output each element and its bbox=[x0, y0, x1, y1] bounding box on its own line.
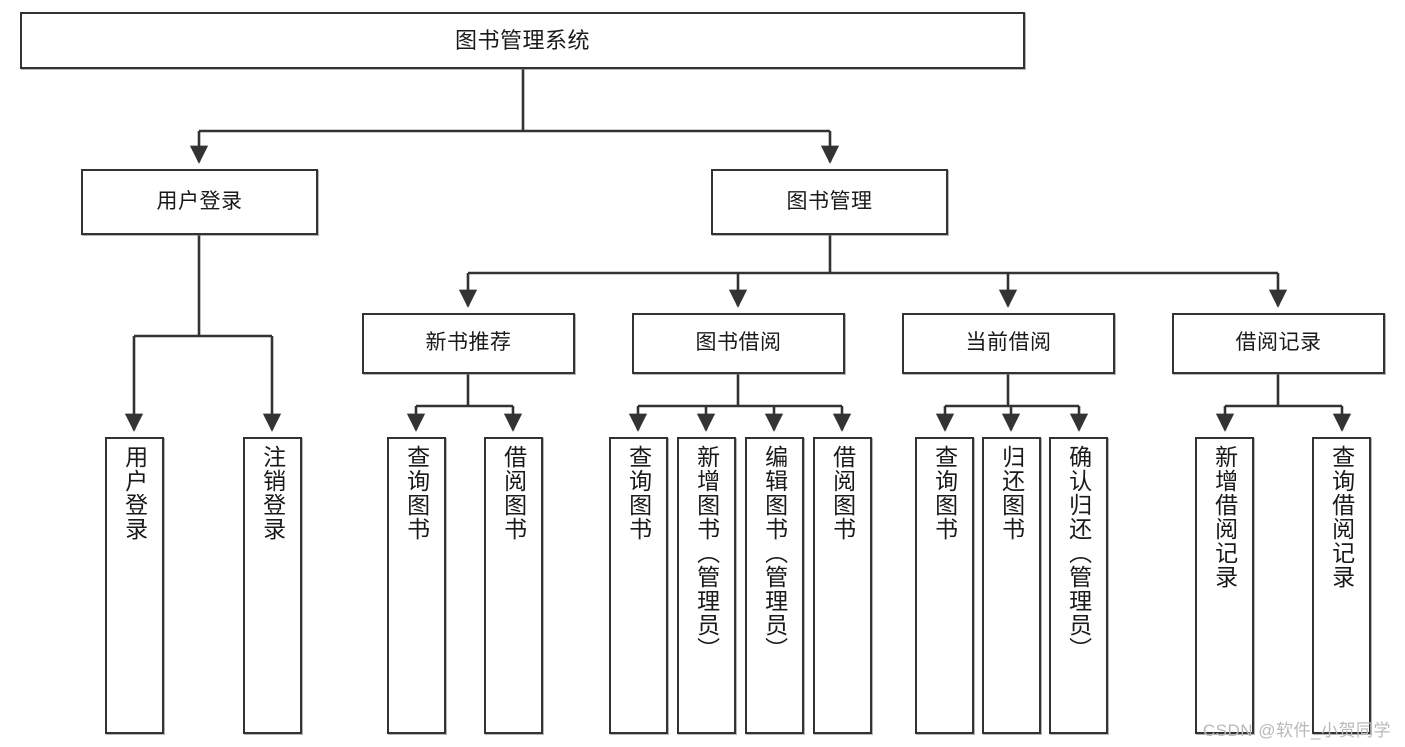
node-leaf-query-book-borrow[interactable]: 查询图书 bbox=[609, 437, 668, 734]
node-label: 用户登录 bbox=[121, 445, 148, 541]
node-book-borrowing[interactable]: 图书借阅 bbox=[632, 313, 845, 374]
node-label: 用户登录 bbox=[156, 189, 243, 213]
node-label: 确认归还（管理员） bbox=[1065, 445, 1092, 661]
node-root-book-management-system[interactable]: 图书管理系统 bbox=[20, 12, 1025, 69]
node-user-login[interactable]: 用户登录 bbox=[81, 169, 318, 235]
node-leaf-confirm-return-admin[interactable]: 确认归还（管理员） bbox=[1049, 437, 1108, 734]
node-label: 新增图书（管理员） bbox=[693, 445, 720, 661]
node-label: 新增借阅记录 bbox=[1211, 445, 1238, 589]
node-label: 借阅图书 bbox=[829, 445, 856, 541]
node-leaf-query-borrow-record[interactable]: 查询借阅记录 bbox=[1312, 437, 1371, 734]
watermark-csdn: CSDN @软件_小贺同学 bbox=[1202, 721, 1391, 740]
node-label: 当前借阅 bbox=[965, 331, 1052, 355]
node-label: 借阅图书 bbox=[500, 445, 527, 541]
node-book-management[interactable]: 图书管理 bbox=[711, 169, 948, 235]
node-borrow-record[interactable]: 借阅记录 bbox=[1172, 313, 1385, 374]
node-leaf-query-book-current[interactable]: 查询图书 bbox=[915, 437, 974, 734]
node-leaf-add-book-admin[interactable]: 新增图书（管理员） bbox=[677, 437, 736, 734]
node-label: 查询借阅记录 bbox=[1328, 445, 1355, 589]
node-label: 新书推荐 bbox=[425, 331, 512, 355]
node-label: 借阅记录 bbox=[1235, 331, 1322, 355]
node-leaf-return-book[interactable]: 归还图书 bbox=[982, 437, 1041, 734]
node-new-book-recommendation[interactable]: 新书推荐 bbox=[362, 313, 575, 374]
node-leaf-borrow-book-newbook[interactable]: 借阅图书 bbox=[484, 437, 543, 734]
node-label: 归还图书 bbox=[998, 445, 1025, 541]
node-leaf-user-login[interactable]: 用户登录 bbox=[105, 437, 164, 734]
node-leaf-borrow-book[interactable]: 借阅图书 bbox=[813, 437, 872, 734]
node-label: 注销登录 bbox=[259, 445, 286, 541]
node-label: 编辑图书（管理员） bbox=[761, 445, 788, 661]
node-current-borrowing[interactable]: 当前借阅 bbox=[902, 313, 1115, 374]
node-leaf-add-borrow-record[interactable]: 新增借阅记录 bbox=[1195, 437, 1254, 734]
node-label: 查询图书 bbox=[403, 445, 430, 541]
node-leaf-edit-book-admin[interactable]: 编辑图书（管理员） bbox=[745, 437, 804, 734]
node-leaf-query-book-newbook[interactable]: 查询图书 bbox=[387, 437, 446, 734]
node-label: 图书管理系统 bbox=[454, 27, 590, 53]
node-label: 查询图书 bbox=[625, 445, 652, 541]
node-label: 查询图书 bbox=[931, 445, 958, 541]
node-label: 图书管理 bbox=[786, 189, 873, 213]
node-label: 图书借阅 bbox=[695, 331, 782, 355]
node-leaf-logout[interactable]: 注销登录 bbox=[243, 437, 302, 734]
